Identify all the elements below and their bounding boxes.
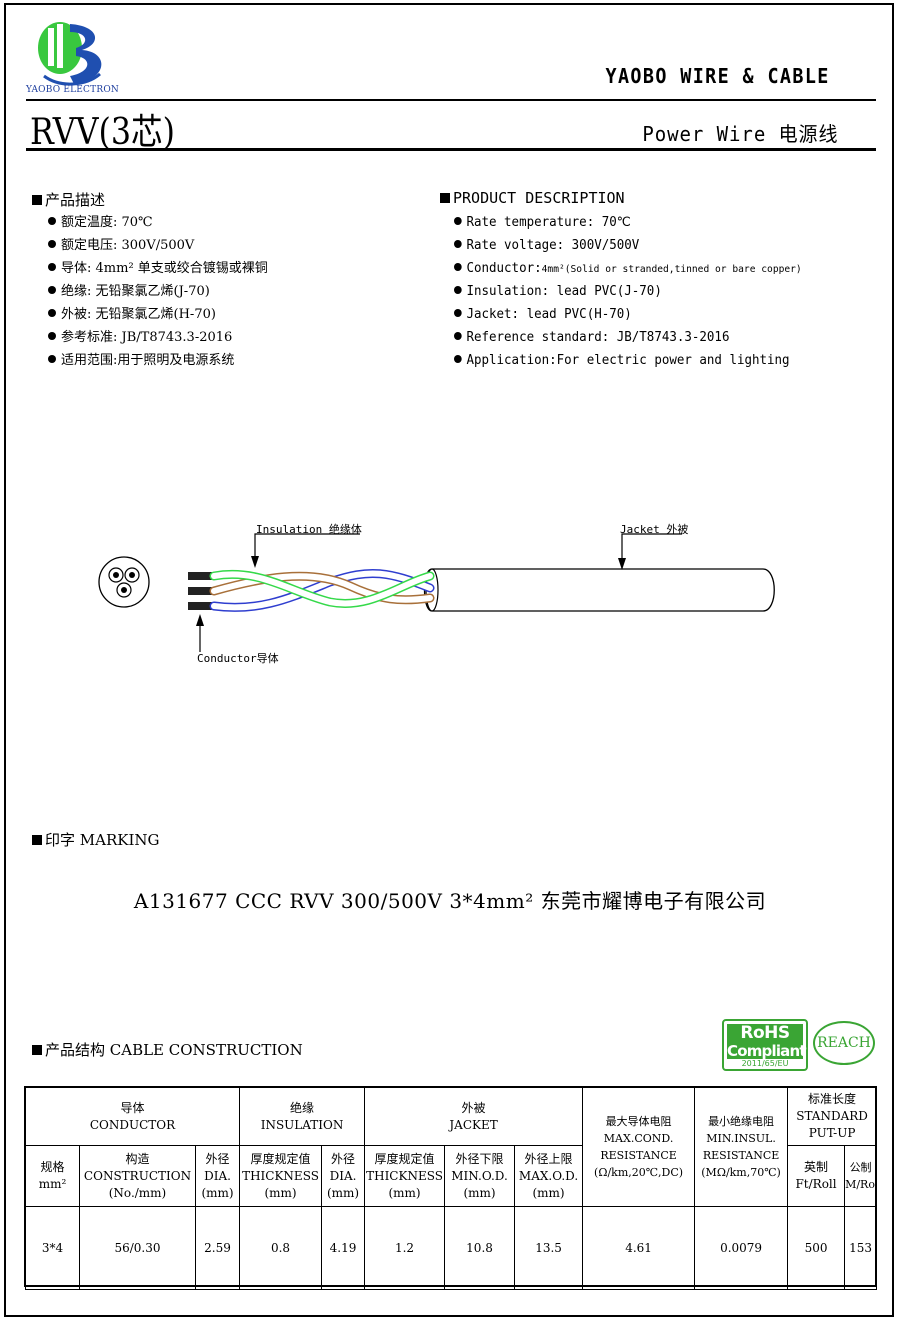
jacket-label: Jacket 外被 [620, 523, 689, 536]
core-green-fill [211, 571, 433, 607]
marking-title: 印字 MARKING [32, 829, 160, 850]
bullet-icon [454, 309, 462, 317]
description-en-title: PRODUCT DESCRIPTION [440, 189, 625, 207]
bullet-icon [48, 240, 56, 248]
cell-min-od: 10.8 [444, 1206, 516, 1290]
page-frame [4, 3, 894, 1317]
arrow-icon [196, 614, 204, 626]
cell-m-roll: 153 [844, 1206, 878, 1290]
marking-text: A131677 CCC RVV 300/500V 3*4mm² 东莞市耀博电子有… [133, 889, 767, 913]
header-rule [26, 99, 876, 101]
conductor-strand [188, 572, 214, 580]
bullet-icon [48, 263, 56, 271]
jacket-shape [423, 568, 775, 612]
cell-ins-thickness: 0.8 [239, 1206, 323, 1290]
cell-size: 3*4 [25, 1206, 80, 1290]
square-bullet-icon [32, 195, 42, 205]
list-item: Conductor:4mm²(Solid or stranded,tinned … [454, 257, 802, 280]
cell-jkt-thickness: 1.2 [364, 1206, 446, 1290]
cell-ins-dia: 4.19 [321, 1206, 366, 1290]
conductor-detail: 4mm²(Solid or stranded,tinned or bare co… [541, 264, 802, 275]
list-item: Rate voltage: 300V/500V [454, 234, 802, 257]
bullet-icon [48, 355, 56, 363]
conductor-strand [188, 602, 214, 610]
list-item: 外被: 无铅聚氯乙烯(H-70) [48, 303, 268, 326]
list-item: 参考标准: JB/T8743.3-2016 [48, 326, 268, 349]
cell-max-od: 13.5 [514, 1206, 584, 1290]
bullet-icon [454, 286, 462, 294]
arrow-icon [618, 558, 626, 570]
conductor-strand [188, 587, 214, 595]
rohs-line3: 2011/65/EU [741, 1059, 789, 1068]
construction-title: 产品结构 CABLE CONSTRUCTION [32, 1039, 303, 1060]
bullet-icon [48, 332, 56, 340]
cell-cond-dia: 2.59 [194, 1206, 241, 1290]
cell-construction: 56/0.30 [79, 1206, 196, 1290]
bullet-icon [454, 240, 462, 248]
list-item: 额定温度: 70℃ [48, 211, 268, 234]
bullet-icon [48, 217, 56, 225]
description-cn-list: 额定温度: 70℃ 额定电压: 300V/500V 导体: 4mm² 单支或绞合… [48, 211, 268, 372]
list-item: Jacket: lead PVC(H-70) [454, 303, 802, 326]
list-item: Rate temperature: 70℃ [454, 211, 802, 234]
bullet-icon [48, 286, 56, 294]
list-item: 导体: 4mm² 单支或绞合镀锡或裸铜 [48, 257, 268, 280]
bullet-icon [454, 355, 462, 363]
cell-ft-roll: 500 [787, 1206, 846, 1290]
rohs-line2: Compliant [727, 1042, 807, 1060]
yaobo-logo [38, 22, 102, 86]
list-item: 适用范围:用于照明及电源系统 [48, 349, 268, 372]
list-item: Insulation: lead PVC(J-70) [454, 280, 802, 303]
reach-badge: REACH [813, 1021, 875, 1065]
bullet-icon [454, 217, 462, 225]
cell-min-ins-res: 0.0079 [694, 1206, 789, 1290]
model-title: RVV(3芯) [30, 112, 176, 153]
square-bullet-icon [32, 1045, 42, 1055]
description-cn-title: 产品描述 [32, 189, 105, 210]
square-bullet-icon [32, 835, 42, 845]
list-item: Application:For electric power and light… [454, 349, 802, 372]
conductor-label: Conductor导体 [197, 652, 279, 665]
cell-max-res: 4.61 [582, 1206, 696, 1290]
cross-section-icon [98, 556, 150, 608]
rohs-badge: RoHS Compliant 2011/65/EU [722, 1019, 808, 1071]
insulation-label: Insulation 绝缘体 [256, 523, 362, 536]
list-item: 额定电压: 300V/500V [48, 234, 268, 257]
product-name: Power Wire 电源线 [641, 122, 838, 146]
rohs-line1: RoHS [727, 1024, 803, 1043]
bullet-icon [48, 309, 56, 317]
bullet-icon [454, 332, 462, 340]
table-row: 3*4 56/0.30 2.59 0.8 4.19 1.2 10.8 13.5 … [25, 1206, 878, 1290]
list-item: Reference standard: JB/T8743.3-2016 [454, 326, 802, 349]
logo-text: YAOBO ELECTRON [26, 85, 119, 95]
header-m-roll: 公制M/Roll [844, 1145, 878, 1207]
square-bullet-icon [440, 193, 450, 203]
cable-diagram [98, 533, 775, 652]
header-rule-thick [26, 148, 876, 151]
company-name: YAOBO WIRE & CABLE [605, 64, 830, 88]
description-en-list: Rate temperature: 70℃ Rate voltage: 300V… [454, 211, 816, 372]
bullet-icon [454, 263, 462, 271]
list-item: 绝缘: 无铅聚氯乙烯(J-70) [48, 280, 268, 303]
core-brown-fill [211, 573, 433, 603]
arrow-icon [251, 556, 259, 568]
